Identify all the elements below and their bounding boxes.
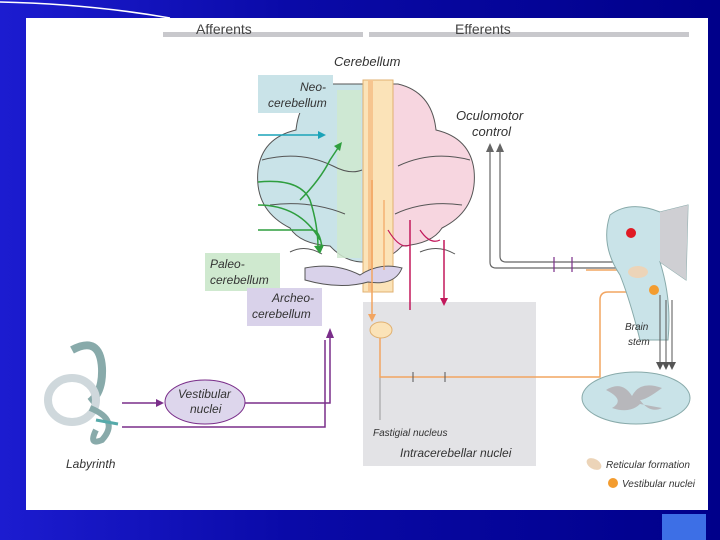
vermis [362,79,394,293]
arrowhead [318,131,326,139]
folium-line [419,248,456,255]
oculomotor-label-line1: Oculomotor [456,108,524,123]
cerebellum-pathways-diagram: Afferents Efferents Cerebellum Neo- cere… [44,21,696,490]
paleo-afferent-path [299,147,339,201]
slide-corner-square [662,514,706,540]
paleo-zone [337,90,361,258]
arrowhead [656,362,676,370]
afferents-header-bar [163,32,363,37]
top-swoosh-decoration [0,1,171,19]
red-dot [626,228,636,238]
diagram-figure: Afferents Efferents Cerebellum Neo- cere… [26,18,708,510]
brain-stem-label-line1: Brain [625,322,649,333]
legend-vestibular-swatch [608,478,618,488]
paleo-label-box [205,253,280,291]
paleo-label-line1: Paleo- [210,257,245,271]
vestibular-nuclei-ellipse [164,379,246,425]
afferents-header: Afferents [196,21,252,37]
arrowhead [440,298,448,306]
efferents-header: Efferents [455,21,511,37]
neo-label-line2: cerebellum [268,96,327,110]
vestibular-nucleus-dot [649,285,659,295]
folium-line [397,155,471,167]
fastigial-nucleus-label: Fastigial nucleus [373,428,447,439]
fastigial-nucleus-shape [369,321,393,339]
efferents-header-bar [369,32,689,37]
vestibular-label-line1: Vestibular [178,387,232,401]
vestibular-label-line2: nuclei [190,402,222,416]
intracerebellar-nuclei-label: Intracerebellar nuclei [400,446,512,460]
paleo-afferent-path [257,204,321,241]
legend-reticular-formation: Reticular formation [606,460,690,471]
arrowhead [156,399,164,407]
paleo-label-line2: cerebellum [210,273,269,287]
labyrinth-archeo-path [122,340,326,428]
arrowhead [314,245,324,254]
neo-label-line1: Neo- [300,80,326,94]
arrowhead [496,143,504,152]
cerebellum-right-hemisphere [367,83,475,263]
folium-line [269,203,346,215]
arrowhead [326,328,334,338]
labyrinth-label: Labyrinth [66,457,116,471]
archeo-label-box [247,288,322,326]
archeo-label-line1: Archeo- [271,291,314,305]
neo-label-box [258,75,333,113]
folium-line [261,155,363,173]
arrowhead [486,143,494,152]
arrowhead [334,142,342,151]
folium-line [394,203,463,215]
arrowhead [368,314,376,322]
vestibular-archeo-path [245,336,331,404]
oculomotor-label-line2: control [472,124,512,139]
fastigial-vestibular-path [379,291,640,378]
brain-stem-gray [660,205,688,280]
archeo-flocculonodular-lobe [304,265,403,287]
paleo-afferent-path [258,229,323,249]
legend-reticular-swatch [586,458,602,470]
oculomotor-path [499,150,620,263]
magenta-efferent [419,229,441,242]
oculomotor-path [489,150,620,269]
reticular-formation-shape [628,266,648,278]
vermis-stripe [368,80,373,292]
labyrinth-shape [44,341,119,445]
archeo-label-line2: cerebellum [252,307,311,321]
magenta-efferent [387,229,411,247]
spinal-cord-gray-matter [606,385,662,411]
brain-stem-label-line2: stem [628,337,650,348]
legend-vestibular-nuclei: Vestibular nuclei [622,479,696,490]
cerebellum-label: Cerebellum [334,54,401,69]
